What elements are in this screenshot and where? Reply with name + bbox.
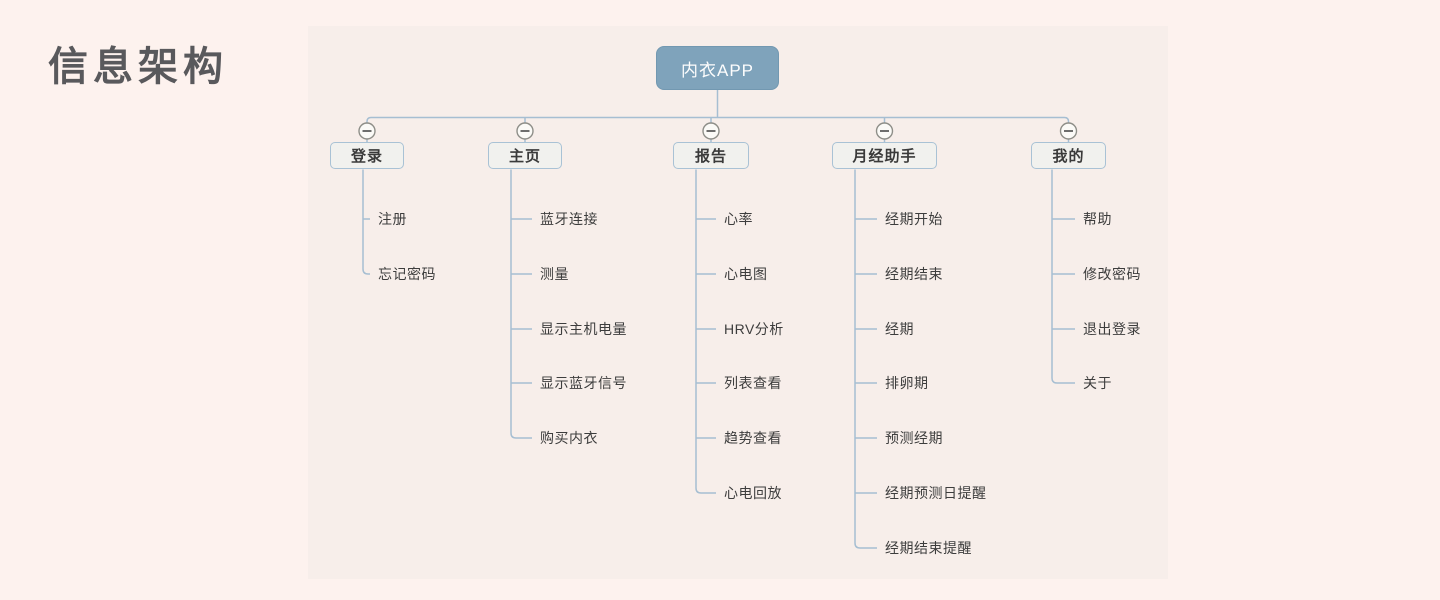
leaf-node[interactable]: 关于: [1083, 375, 1112, 391]
leaf-node[interactable]: 列表查看: [724, 375, 782, 391]
leaf-node[interactable]: 经期结束提醒: [885, 540, 972, 556]
leaf-node[interactable]: 心电回放: [724, 485, 782, 501]
branch-node-period[interactable]: 月经助手: [832, 142, 937, 169]
mindmap-canvas: 内衣APP 登录 主页 报告 月经助手 我的 注册 忘记密码 蓝牙连接 测量 显…: [308, 26, 1168, 579]
leaf-node[interactable]: 帮助: [1083, 211, 1112, 227]
edge-branch-report: [695, 169, 716, 494]
leaf-node[interactable]: 预测经期: [885, 430, 943, 446]
leaf-node[interactable]: 经期: [885, 321, 914, 337]
edge-branch-home: [510, 169, 532, 439]
collapse-icons: [358, 122, 1078, 140]
collapse-minus-icon[interactable]: [1059, 122, 1078, 140]
tree-edges: [362, 90, 1075, 549]
leaf-node[interactable]: 购买内衣: [540, 430, 598, 446]
leaf-node[interactable]: 忘记密码: [378, 266, 436, 282]
branch-node-home[interactable]: 主页: [488, 142, 562, 169]
leaf-node[interactable]: 注册: [378, 211, 407, 227]
collapse-minus-icon[interactable]: [875, 122, 894, 140]
edge-rail: [366, 116, 1070, 123]
leaf-node[interactable]: 经期结束: [885, 266, 943, 282]
edge-branch-login: [362, 169, 370, 275]
edge-branch-period: [854, 169, 877, 549]
branch-node-login[interactable]: 登录: [330, 142, 404, 169]
collapse-minus-icon[interactable]: [358, 122, 376, 140]
page-title: 信息架构: [48, 45, 228, 89]
leaf-node[interactable]: HRV分析: [724, 321, 784, 337]
leaf-node[interactable]: 退出登录: [1083, 321, 1141, 337]
edge-circle-stubs: [366, 139, 1070, 143]
branch-node-mine[interactable]: 我的: [1031, 142, 1106, 169]
edge-rail-stubs: [524, 117, 886, 123]
leaf-node[interactable]: 蓝牙连接: [540, 211, 598, 227]
connector-lines: [358, 90, 1078, 549]
collapse-minus-icon[interactable]: [702, 122, 720, 140]
leaf-node[interactable]: 经期开始: [885, 211, 943, 227]
collapse-minus-icon[interactable]: [516, 122, 534, 140]
leaf-node[interactable]: 显示主机电量: [540, 321, 627, 337]
leaf-node[interactable]: 心率: [724, 211, 753, 227]
leaf-node[interactable]: 趋势查看: [724, 430, 782, 446]
leaf-node[interactable]: 修改密码: [1083, 266, 1141, 282]
branch-node-report[interactable]: 报告: [673, 142, 749, 169]
leaf-node[interactable]: 心电图: [724, 266, 768, 282]
root-node[interactable]: 内衣APP: [656, 46, 779, 90]
leaf-node[interactable]: 测量: [540, 266, 569, 282]
leaf-node[interactable]: 经期预测日提醒: [885, 485, 987, 501]
leaf-node[interactable]: 排卵期: [885, 375, 929, 391]
leaf-node[interactable]: 显示蓝牙信号: [540, 375, 627, 391]
edge-branch-mine: [1051, 169, 1075, 384]
